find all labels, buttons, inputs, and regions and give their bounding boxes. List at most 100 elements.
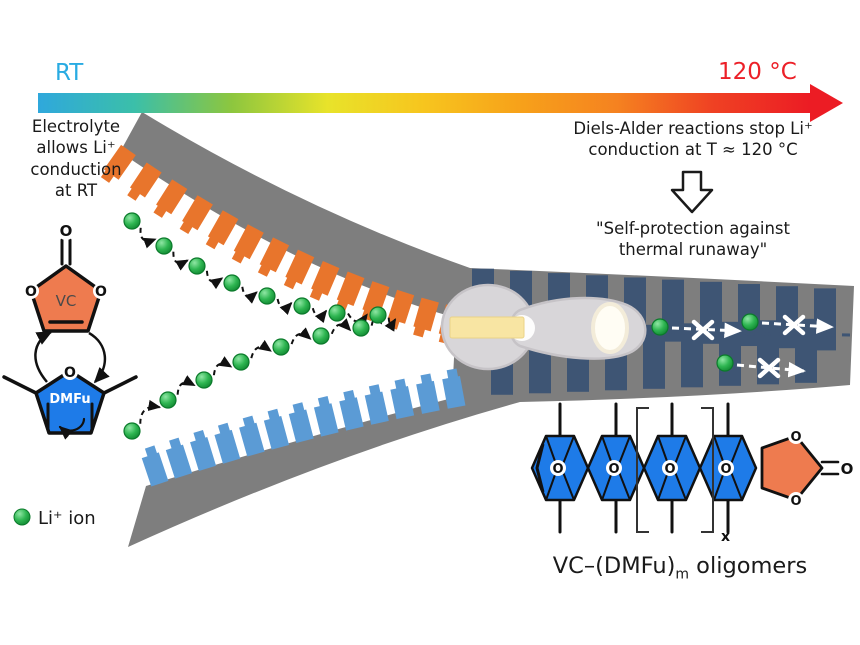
ion-hop-arrow — [241, 286, 258, 304]
li-ion — [159, 391, 177, 409]
vc-ring-oxygen-left: O — [25, 284, 37, 300]
zipper-tooth — [214, 422, 241, 464]
zipper-tooth — [416, 373, 440, 414]
carbonate-end-group: O O O — [760, 428, 853, 509]
oligomer-unit: O — [586, 402, 646, 534]
li-ion — [328, 304, 346, 322]
li-ion — [232, 353, 250, 371]
equilibrium-arrows — [34, 330, 110, 384]
dmfu-label: DMFu — [49, 392, 90, 407]
legend: Li⁺ ion — [13, 508, 96, 529]
oligomer-unit: O — [698, 402, 758, 534]
left-annotation-line: allows Li⁺ — [36, 138, 116, 158]
ion-hop-arrow — [290, 327, 312, 345]
li-ion — [716, 354, 734, 372]
zipper-tooth — [141, 445, 169, 487]
oligomer-label-sub: m — [675, 566, 690, 583]
vc-carbonyl-oxygen: O — [60, 222, 73, 240]
oligomer-oxygen: O — [720, 462, 731, 477]
quote-line: "Self-protection against — [596, 219, 790, 238]
temperature-gradient-arrow — [38, 84, 843, 122]
blocked-x-icon — [691, 319, 715, 341]
oligomer-label-pre: VC–(DMFu) — [552, 553, 676, 579]
temp-label-rt: RT — [55, 60, 84, 86]
dmfu-oxygen: O — [64, 365, 76, 381]
ion-hop-arrow — [205, 270, 224, 290]
zipper-tooth — [339, 389, 364, 431]
right-annotation-line: Diels-Alder reactions stop Li⁺ — [573, 119, 813, 138]
ion-hop-arrow — [172, 251, 189, 271]
zipper-tooth — [205, 210, 239, 250]
zipper-tooth — [231, 224, 264, 264]
carbonate-ring — [760, 434, 824, 502]
li-ion — [293, 297, 311, 315]
li-ion — [123, 422, 141, 440]
quote-annotation: "Self-protection against thermal runaway… — [560, 218, 826, 261]
zipper-tooth — [257, 237, 290, 277]
equilibrium-arrow-up — [34, 330, 53, 383]
slider-bridge — [449, 316, 525, 339]
blocked-x-icon — [757, 357, 781, 379]
ion-hop-arrow — [139, 399, 162, 424]
ion-hop-arrow — [212, 356, 233, 376]
equilibrium-arrow-down — [88, 331, 110, 384]
li-ion — [258, 287, 276, 305]
oligomer-oxygen: O — [664, 462, 675, 477]
zipper-tooth — [413, 297, 439, 338]
vc-molecule: O O O VC — [23, 222, 109, 333]
zipper-tooth — [127, 162, 162, 201]
ion-hop-arrow — [384, 317, 397, 332]
li-ion — [312, 327, 330, 345]
oligomer-oxygen: O — [608, 462, 619, 477]
closed-tooth — [643, 324, 665, 389]
oligomer-unit: O — [530, 402, 590, 534]
temp-label-120c: 120 °C — [718, 59, 797, 85]
ion-hop-arrow — [139, 227, 157, 249]
carbonate-oxygen-bottom: O — [790, 494, 801, 509]
vc-label: VC — [56, 292, 77, 310]
dmfu-methyl-right — [102, 375, 138, 395]
right-annotation-line: conduction at T ≈ 120 °C — [588, 140, 798, 160]
oligomer-label: VC–(DMFu)m oligomers — [505, 553, 855, 583]
oligomer-brackets — [636, 407, 714, 533]
bracket-subscript: x — [721, 529, 730, 545]
zipper-tooth — [313, 395, 339, 437]
zipper-tooth — [239, 415, 265, 457]
li-ion — [195, 371, 213, 389]
zipper-tooth — [335, 271, 365, 312]
zipper-tooth — [165, 437, 193, 479]
zipper-tooth — [442, 368, 466, 409]
li-ion-legend-label: Li⁺ ion — [38, 508, 96, 529]
li-ion — [369, 306, 387, 324]
zipper-tooth — [100, 144, 136, 183]
oligomer-unit: O — [642, 402, 702, 534]
zipper-tooth — [361, 281, 390, 321]
left-annotation-line: Electrolyte — [31, 117, 121, 136]
li-ion — [223, 274, 241, 292]
zipper-tooth — [390, 378, 415, 420]
zipper-tooth — [309, 261, 340, 301]
closed-tooth — [681, 323, 703, 388]
closed-section-ions — [651, 313, 759, 372]
li-ion — [155, 237, 173, 255]
left-annotation: Electrolyte allows Li⁺ conduction at RT — [5, 116, 147, 202]
dmfu-molecule: O DMFu — [2, 364, 138, 440]
ion-hop-arrow — [250, 339, 272, 359]
slider-pull-hole — [591, 302, 629, 354]
li-ion — [741, 313, 759, 331]
li-ion — [352, 319, 370, 337]
down-block-arrow — [670, 170, 714, 214]
zipper-slider — [440, 283, 647, 371]
zipper-tooth — [263, 408, 290, 450]
zipper-tooth — [190, 429, 217, 471]
blocked-x-icon — [782, 314, 806, 336]
closed-zipper-seam — [649, 330, 851, 337]
dmfu-methyl-left — [2, 375, 38, 395]
zipper-tooth — [288, 402, 314, 444]
li-ion-legend-swatch — [13, 508, 31, 526]
li-ion — [651, 318, 669, 336]
ion-hop-arrow — [176, 375, 196, 395]
